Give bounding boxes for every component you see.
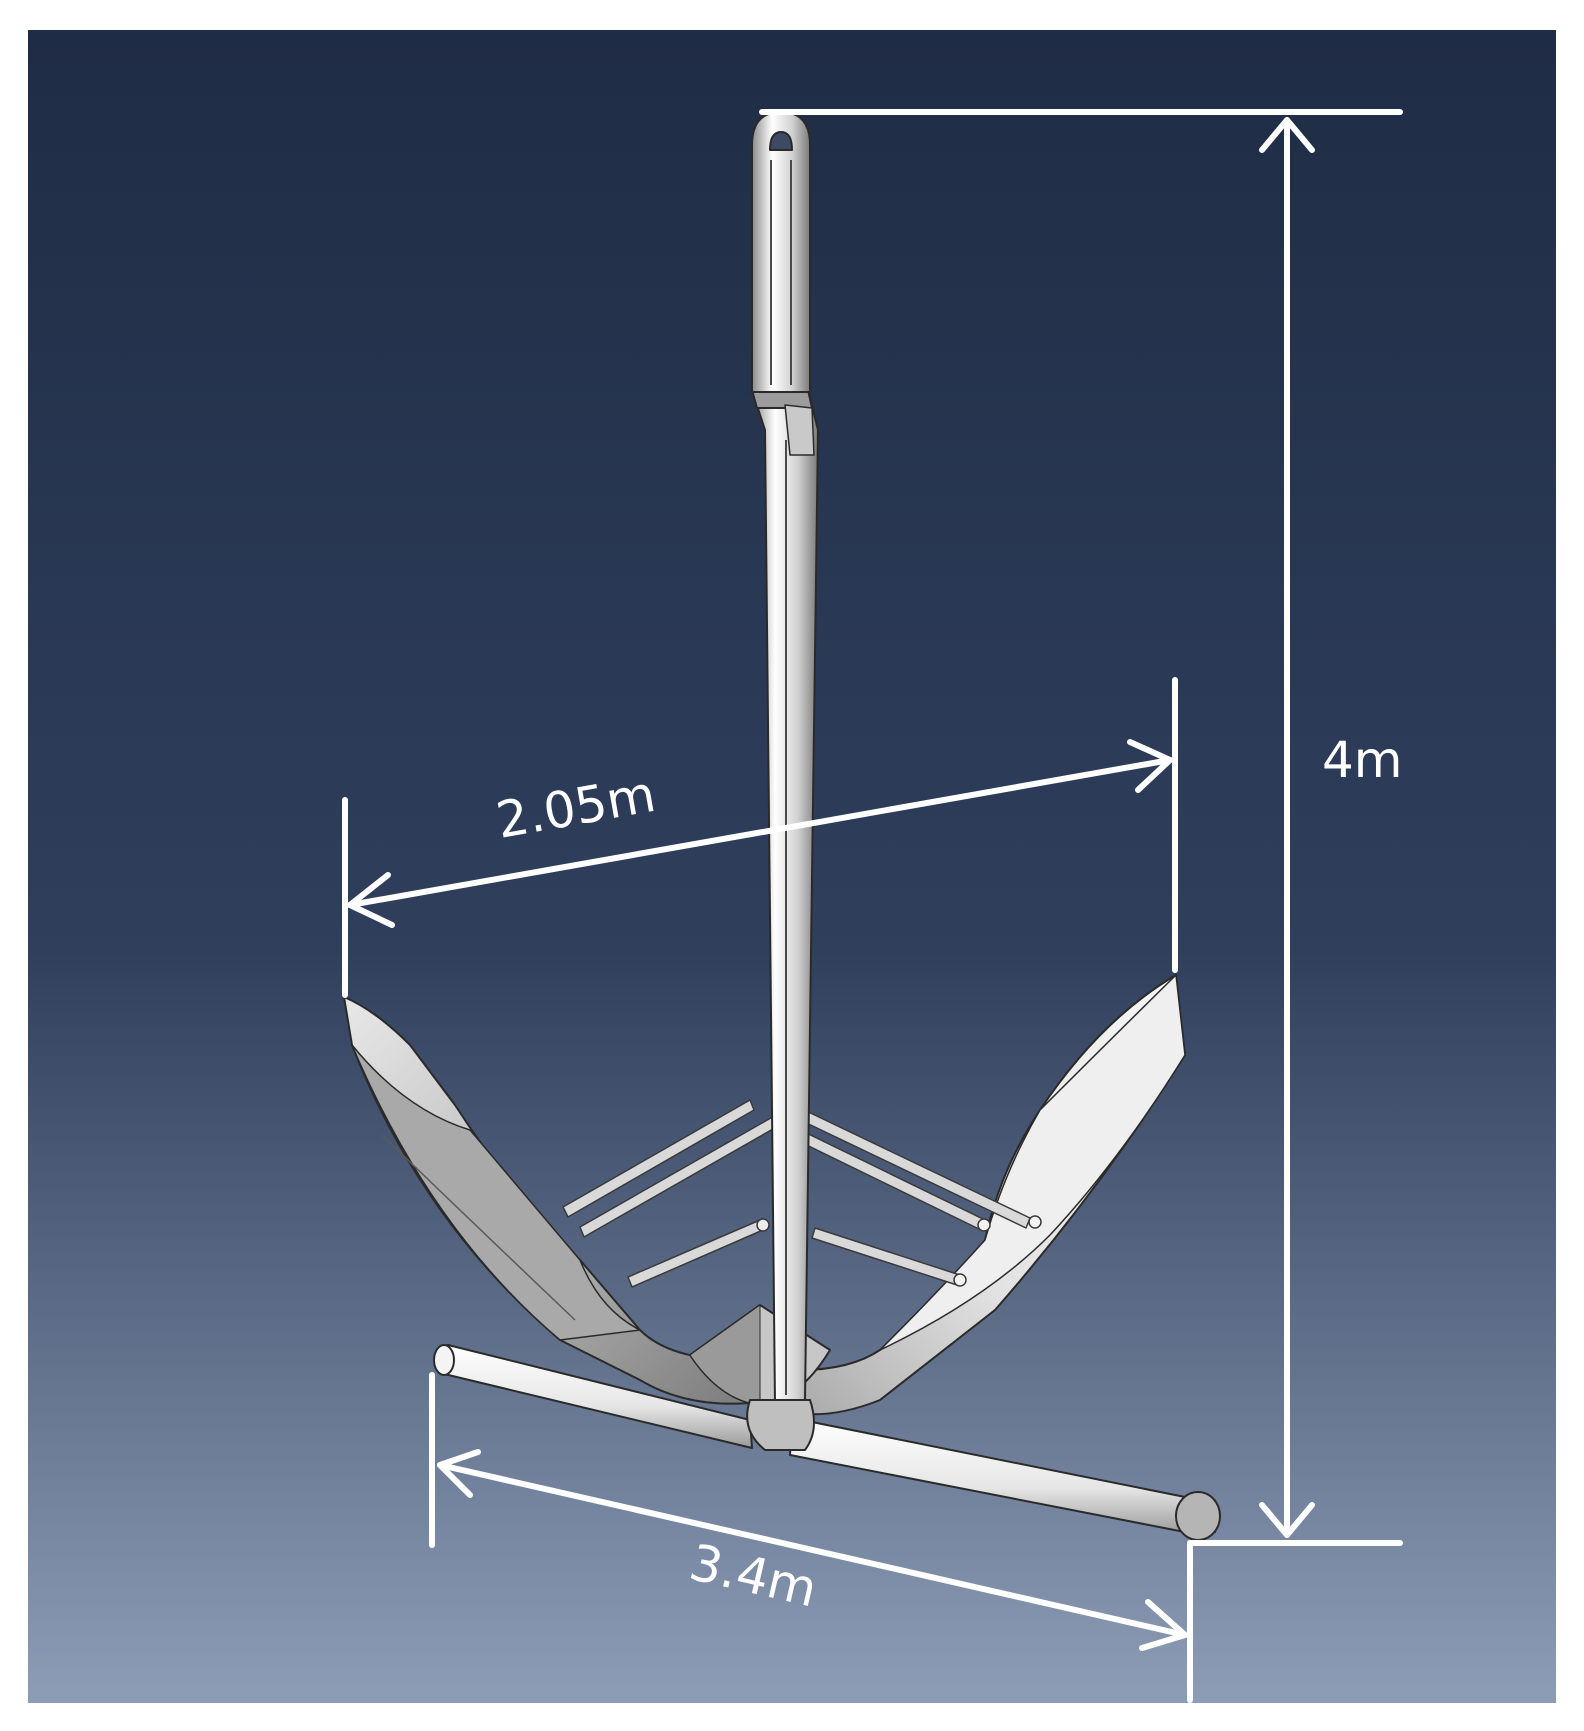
right-fluke-inner-face [879,974,1186,1351]
height-label: 4m [1322,731,1403,789]
dimension-lines [342,109,1403,1703]
stock-bar-right-end [1175,1491,1221,1541]
stock-dim-line [437,1462,1188,1638]
height-arrow-top [1259,117,1315,153]
left-fluke-inner-face [351,1044,641,1341]
stock-arrow-right [1139,1599,1188,1651]
left-brace-rods [562,1099,795,1288]
anchor-model [343,111,1221,1541]
stock-arrow-left [437,1449,481,1498]
shackle-eye [769,131,793,151]
shank-plate [784,404,815,456]
span-dim-line [347,757,1173,908]
left-fluke-edge [381,1134,576,1321]
span-arrow-right [1127,739,1173,793]
shackle-slot [770,160,792,385]
span-arrow-left [347,872,395,928]
height-arrow-bottom [1259,1502,1315,1538]
right-brace-rods [785,1107,1042,1287]
shank-shackle [751,111,811,393]
crown-hub [746,1399,815,1451]
stock-bar-left-end [433,1344,455,1376]
